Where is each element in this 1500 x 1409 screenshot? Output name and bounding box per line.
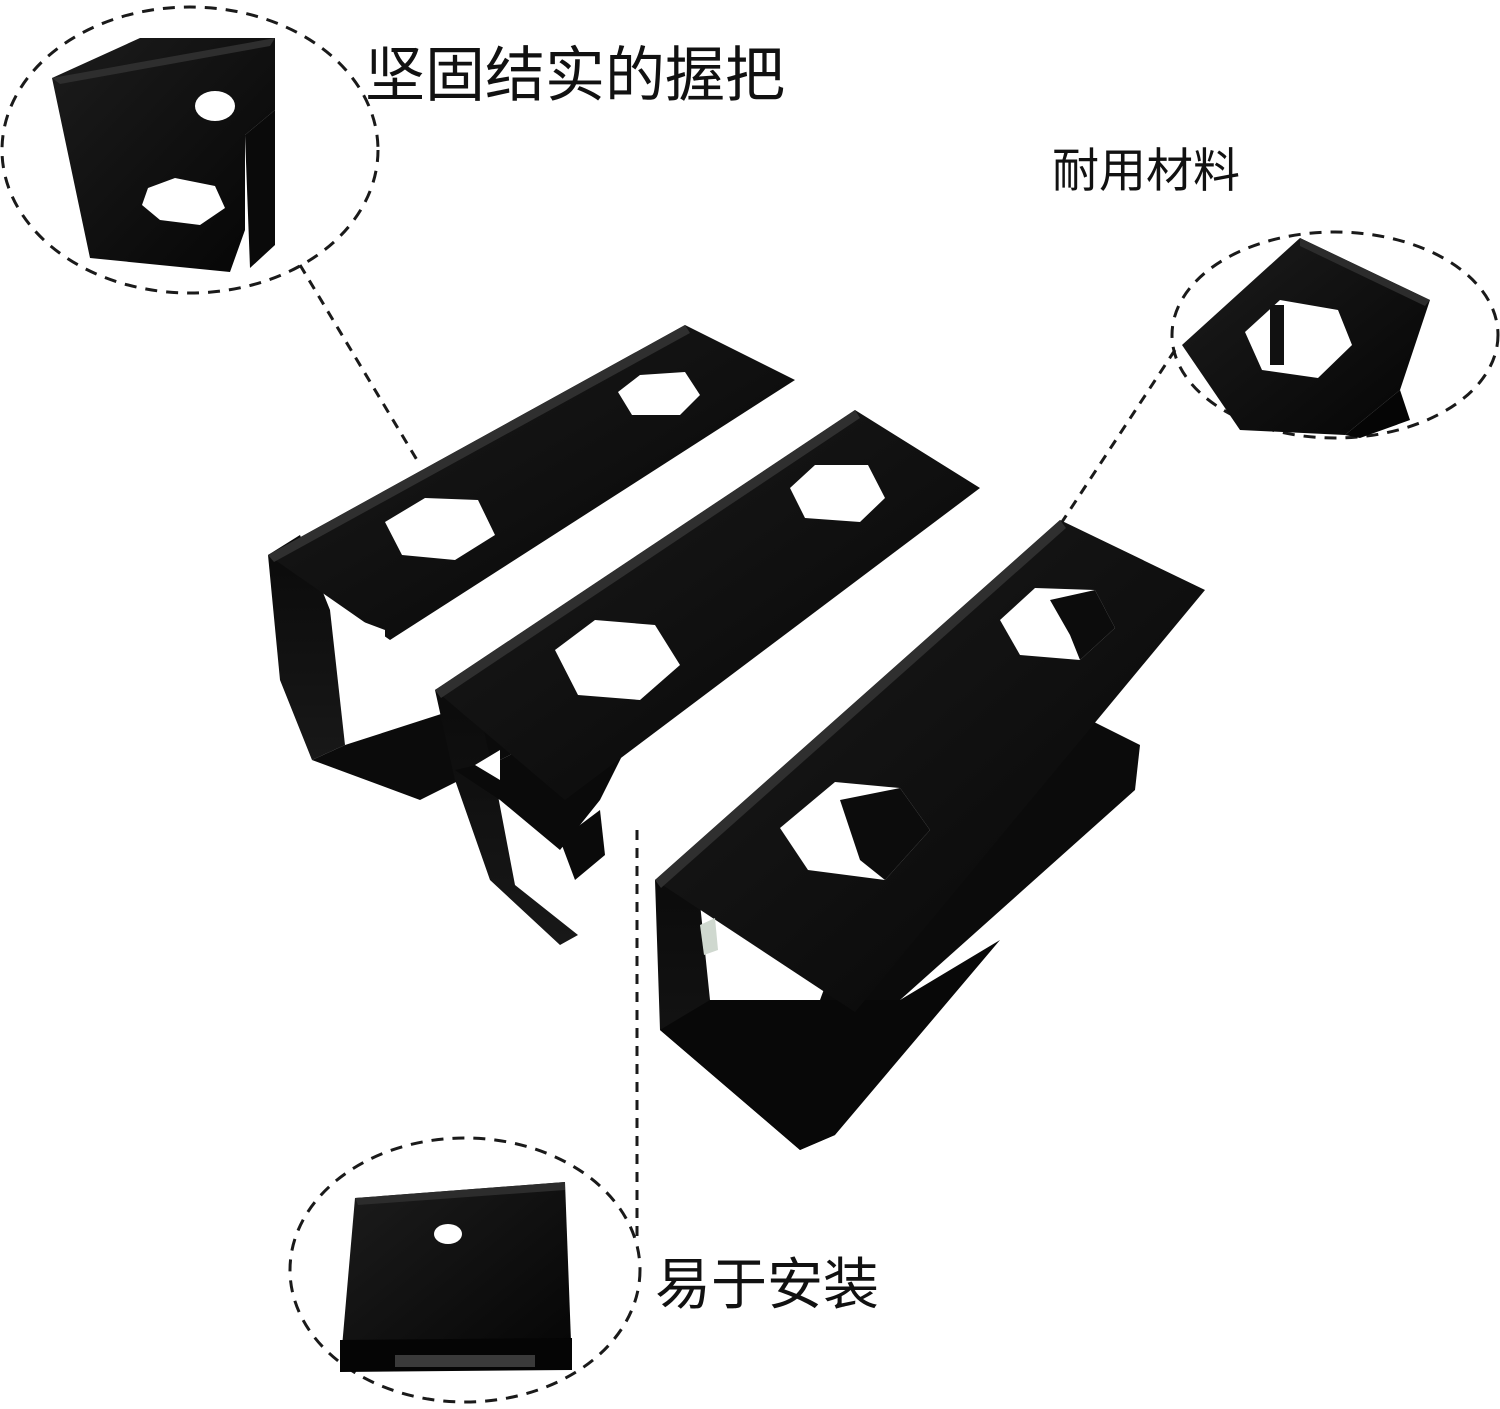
hex-hole-icon xyxy=(195,91,235,121)
callout-line-grip xyxy=(298,264,422,466)
hex-hole-icon xyxy=(555,620,680,700)
screw-hole-icon xyxy=(817,648,839,664)
callout-circle-grip xyxy=(0,5,380,295)
bracket-back xyxy=(268,325,795,800)
caption-material: 耐用材料 xyxy=(1052,144,1240,199)
screw-hole-icon xyxy=(434,1224,462,1244)
hex-hole-icon xyxy=(618,372,700,415)
bracket-middle xyxy=(435,410,980,945)
hex-hole-icon xyxy=(385,498,495,560)
callout-circle-install xyxy=(288,1136,642,1404)
bracket-front xyxy=(655,520,1205,1150)
screw-hole-icon xyxy=(627,804,649,824)
callout-circle-material xyxy=(1170,230,1500,440)
callout-line-material xyxy=(1058,349,1177,526)
material-detail-image xyxy=(1182,238,1430,438)
caption-grip: 坚固结实的握把 xyxy=(365,41,785,111)
hex-hole-icon xyxy=(142,178,225,225)
hex-hole-icon xyxy=(790,465,885,522)
install-detail-image xyxy=(340,1182,572,1372)
caption-install: 易于安装 xyxy=(655,1253,879,1318)
grip-detail-image xyxy=(52,38,275,272)
